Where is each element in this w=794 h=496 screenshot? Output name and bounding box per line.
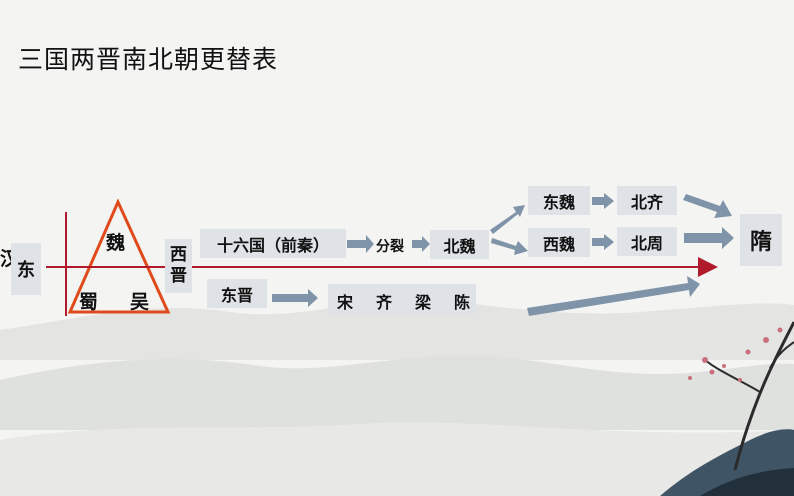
- arrow-shiliuguo-to-fenlie: [347, 235, 374, 253]
- node-shiliuguo: 十六国（前秦）: [200, 229, 346, 258]
- node-dongjin: 东晋: [207, 279, 267, 308]
- node-sui: 隋: [740, 214, 782, 266]
- arrow-dongjin-to-song: [272, 289, 318, 307]
- rock-and-tree-decoration: [660, 321, 794, 496]
- node-wu: 吴: [130, 291, 150, 313]
- arrow-beiwei-to-dongwei: [490, 205, 525, 234]
- node-fenlie: 分裂: [376, 239, 404, 255]
- arrow-dongwei-to-beiqi: [592, 193, 614, 209]
- arrow-xiwei-to-beizhou: [592, 234, 614, 250]
- node-dongwei: 东魏: [528, 186, 590, 215]
- node-xijin: 西 晋: [165, 239, 192, 293]
- arrow-beiqi-to-sui: [683, 194, 732, 218]
- arrow-beizhou-to-sui: [684, 227, 734, 249]
- page-title: 三国两晋南北朝更替表: [18, 45, 279, 74]
- node-wei: 魏: [106, 232, 126, 254]
- node-beiwei: 北魏: [430, 230, 489, 259]
- near-mountains: [0, 355, 794, 430]
- node-song: 宋: [337, 293, 354, 312]
- node-nanchao-group: [328, 284, 476, 314]
- node-beizhou: 北周: [617, 227, 677, 256]
- arrow-fenlie-to-beiwei: [412, 236, 430, 252]
- node-xijin-char-1: 西: [170, 245, 187, 265]
- node-liang: 梁: [415, 293, 432, 312]
- three-kingdoms-triangle: [67, 198, 171, 314]
- node-qi: 齐: [376, 293, 393, 312]
- distant-mountains: [0, 299, 794, 360]
- node-beiqi: 北齐: [617, 186, 677, 215]
- node-xijin-char-2: 晋: [170, 266, 187, 286]
- node-xiwei: 西魏: [528, 228, 590, 257]
- arrow-beiwei-to-xiwei: [491, 238, 528, 255]
- node-dong: 东: [11, 243, 41, 295]
- far-hills: [0, 422, 794, 496]
- node-chen: 陈: [454, 293, 471, 312]
- arrow-nanchao-to-sui: [527, 276, 700, 316]
- node-shu: 蜀: [79, 291, 99, 313]
